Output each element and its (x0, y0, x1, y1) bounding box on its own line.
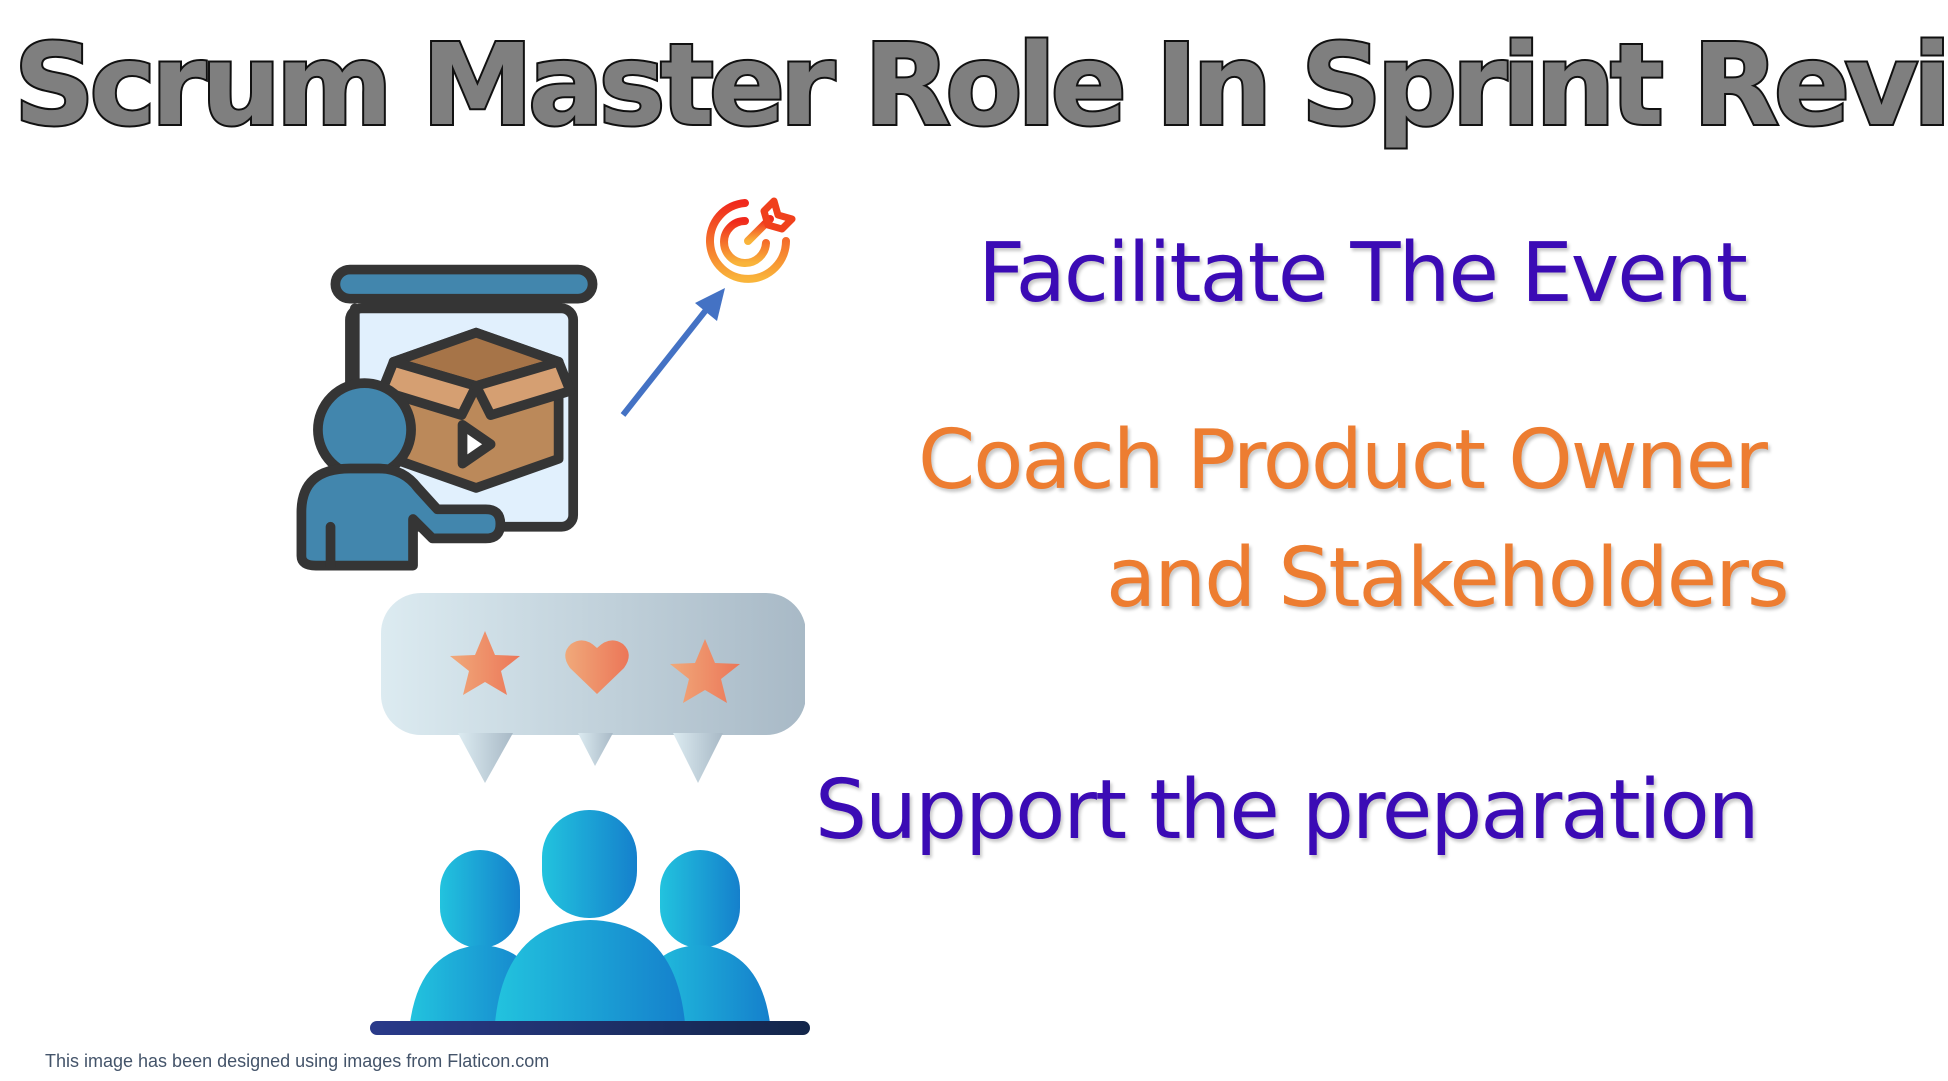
image-credit: This image has been designed using image… (45, 1051, 550, 1071)
feedback-bubble-icon (381, 593, 805, 783)
point-coach-line2: and Stakeholders (1106, 531, 1790, 626)
slide-title: Scrum Master Role In Sprint Review (12, 21, 1948, 151)
point-support-preparation: Support the preparation (815, 763, 1760, 858)
target-goal-icon (706, 197, 796, 283)
people-group-icon (370, 810, 810, 1035)
arrow-up-right-icon (620, 288, 725, 417)
presenter-with-box-icon (296, 264, 598, 571)
point-coach-line1: Coach Product Owner (918, 413, 1768, 508)
point-facilitate-event: Facilitate The Event (978, 226, 1748, 321)
